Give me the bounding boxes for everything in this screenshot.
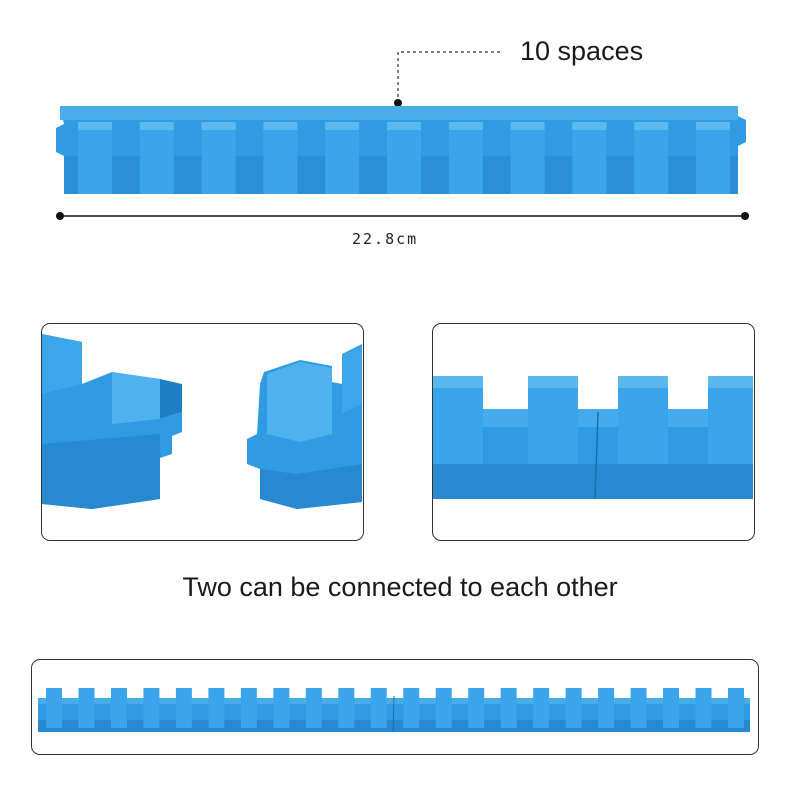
- connector-detail-frame: [41, 323, 364, 541]
- strip-tooth: [634, 122, 669, 194]
- long-strip-tooth: [208, 688, 225, 728]
- strip-tooth-top: [78, 122, 112, 130]
- long-strip-tooth: [565, 688, 582, 728]
- long-strip-tooth: [500, 688, 517, 728]
- strip-tooth-top: [572, 122, 607, 130]
- spaces-label: 10 spaces: [520, 36, 644, 66]
- strip-tooth: [696, 122, 730, 194]
- long-strip-tooth: [143, 688, 160, 728]
- strip-tooth-top: [263, 122, 298, 130]
- separated-ends-image: [42, 334, 362, 509]
- long-strip-tooth: [338, 688, 355, 728]
- long-strip-tooth: [110, 688, 127, 728]
- long-strip-tooth: [435, 688, 452, 728]
- strip-tooth: [139, 122, 174, 194]
- single-strip-image: [56, 106, 746, 194]
- long-strip-tooth: [305, 688, 322, 728]
- strip-tooth-top: [201, 122, 236, 130]
- strip-tooth: [263, 122, 298, 194]
- strip-tooth-top: [139, 122, 174, 130]
- long-strip-tooth: [240, 688, 257, 728]
- strip-tooth-top: [325, 122, 360, 130]
- strip-tooth: [201, 122, 236, 194]
- two-joined-strips-image: [38, 688, 750, 733]
- strip-tooth-top: [510, 122, 545, 130]
- strip-tooth: [572, 122, 607, 194]
- connection-caption: Two can be connected to each other: [182, 572, 618, 602]
- long-strip-tooth: [533, 688, 550, 728]
- strip-tooth-top: [448, 122, 483, 130]
- strip-tooth: [325, 122, 360, 194]
- strip-tooth-top: [696, 122, 730, 130]
- long-strip-tooth: [403, 688, 420, 728]
- strip-tooth: [387, 122, 421, 194]
- long-strip-tooth: [728, 688, 744, 728]
- long-strip-tooth: [273, 688, 290, 728]
- joined-strips-image: [433, 376, 753, 500]
- long-strip-frame: [31, 659, 759, 755]
- long-strip-tooth: [370, 688, 387, 728]
- length-label: 22.8cm: [352, 230, 419, 248]
- strip-tooth-top: [387, 122, 421, 130]
- strip-tooth: [78, 122, 112, 194]
- strip-tooth: [510, 122, 545, 194]
- long-strip-tooth: [46, 688, 62, 728]
- long-strip-tooth: [663, 688, 680, 728]
- long-strip-tooth: [468, 688, 485, 728]
- long-strip-tooth: [78, 688, 95, 728]
- strip-tooth: [448, 122, 483, 194]
- joined-detail-frame: [432, 323, 755, 541]
- strip-tooth-top: [634, 122, 669, 130]
- long-strip-tooth: [175, 688, 192, 728]
- long-strip-tooth: [630, 688, 647, 728]
- long-strip-tooth: [598, 688, 615, 728]
- long-strip-tooth: [695, 688, 712, 728]
